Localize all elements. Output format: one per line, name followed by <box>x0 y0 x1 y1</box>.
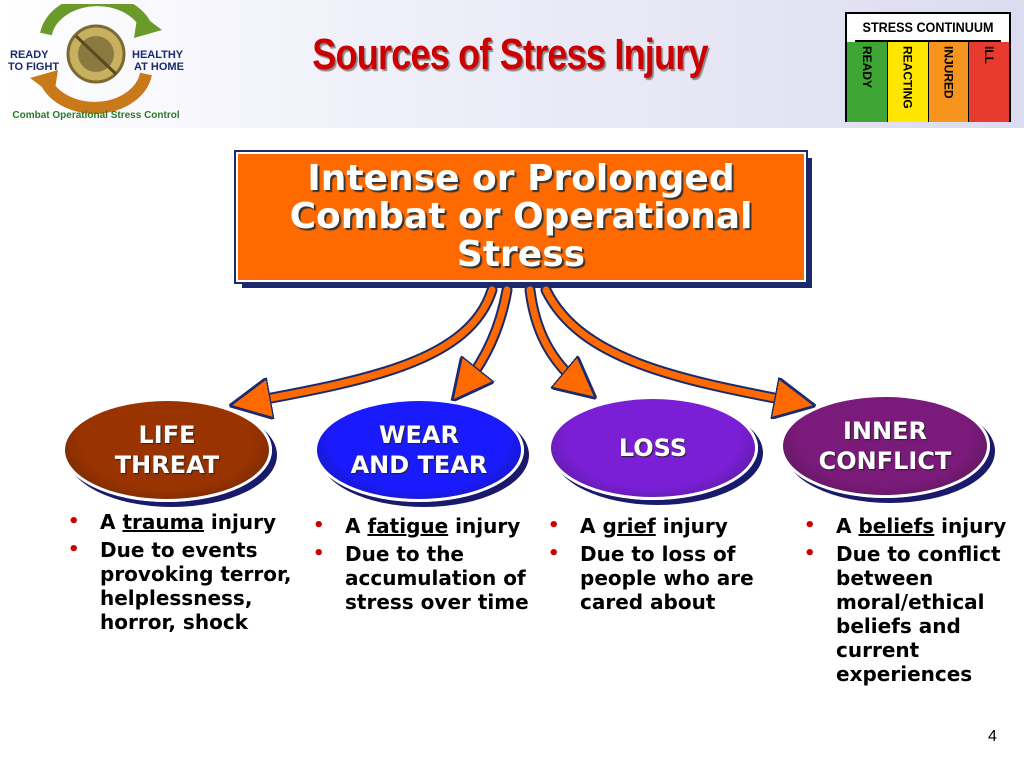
list-item: A beliefs injury <box>798 514 1016 538</box>
loss-bullets: A grief injury Due to loss of people who… <box>542 514 782 618</box>
category-inner-conflict: INNER CONFLICT <box>780 394 990 498</box>
continuum-zone-ready: READY <box>847 42 888 122</box>
stress-source-box: Intense or Prolonged Combat or Operation… <box>234 150 808 284</box>
continuum-zone-label: ILL <box>982 46 997 64</box>
continuum-zone-label: READY <box>859 46 874 89</box>
page-number: 4 <box>988 728 997 745</box>
svg-text:TO FIGHT: TO FIGHT <box>8 61 59 73</box>
stress-continuum-legend: STRESS CONTINUUM READY REACTING INJURED ILL <box>845 12 1011 122</box>
continuum-zone-label: REACTING <box>900 46 915 109</box>
continuum-zone-ill: ILL <box>969 42 1009 122</box>
svg-text:HEALTHY: HEALTHY <box>132 49 184 61</box>
category-label: INNER CONFLICT <box>818 417 952 475</box>
header-band: READY TO FIGHT HEALTHY AT HOME Combat Op… <box>0 0 1024 128</box>
continuum-zones: READY REACTING INJURED ILL <box>847 42 1009 122</box>
arrow-to-life-threat <box>244 284 498 408</box>
list-item: Due to the accumulation of stress over t… <box>307 542 532 614</box>
inner-conflict-bullets: A beliefs injury Due to conflict between… <box>798 514 1016 690</box>
wear-and-tear-bullets: A fatigue injury Due to the accumulation… <box>307 514 532 618</box>
category-life-threat: LIFE THREAT <box>62 398 272 502</box>
category-label: LOSS <box>618 434 688 462</box>
stress-source-text: Intense or Prolonged Combat or Operation… <box>289 158 753 275</box>
life-threat-bullets: A trauma injury Due to events provoking … <box>62 510 292 638</box>
list-item: A fatigue injury <box>307 514 532 538</box>
category-label: LIFE THREAT <box>114 421 220 479</box>
category-label: WEAR AND TEAR <box>350 421 488 479</box>
continuum-zone-reacting: REACTING <box>887 42 929 122</box>
list-item: Due to loss of people who are cared abou… <box>542 542 782 614</box>
coscc-logo: READY TO FIGHT HEALTHY AT HOME Combat Op… <box>6 0 186 126</box>
svg-text:READY: READY <box>10 49 49 61</box>
category-loss: LOSS <box>548 396 758 500</box>
category-wear-and-tear: WEAR AND TEAR <box>314 398 524 502</box>
svg-text:Combat Operational Stress Cont: Combat Operational Stress Control <box>12 110 179 121</box>
page-title: Sources of Stress Injury <box>312 30 708 79</box>
list-item: Due to events provoking terror, helpless… <box>62 538 292 634</box>
continuum-title: STRESS CONTINUUM <box>855 14 1001 42</box>
continuum-zone-injured: INJURED <box>928 42 970 122</box>
list-item: A grief injury <box>542 514 782 538</box>
list-item: A trauma injury <box>62 510 292 534</box>
continuum-zone-label: INJURED <box>941 46 956 99</box>
list-item: Due to conflict between moral/ethical be… <box>798 542 1016 686</box>
svg-text:AT HOME: AT HOME <box>134 61 184 73</box>
